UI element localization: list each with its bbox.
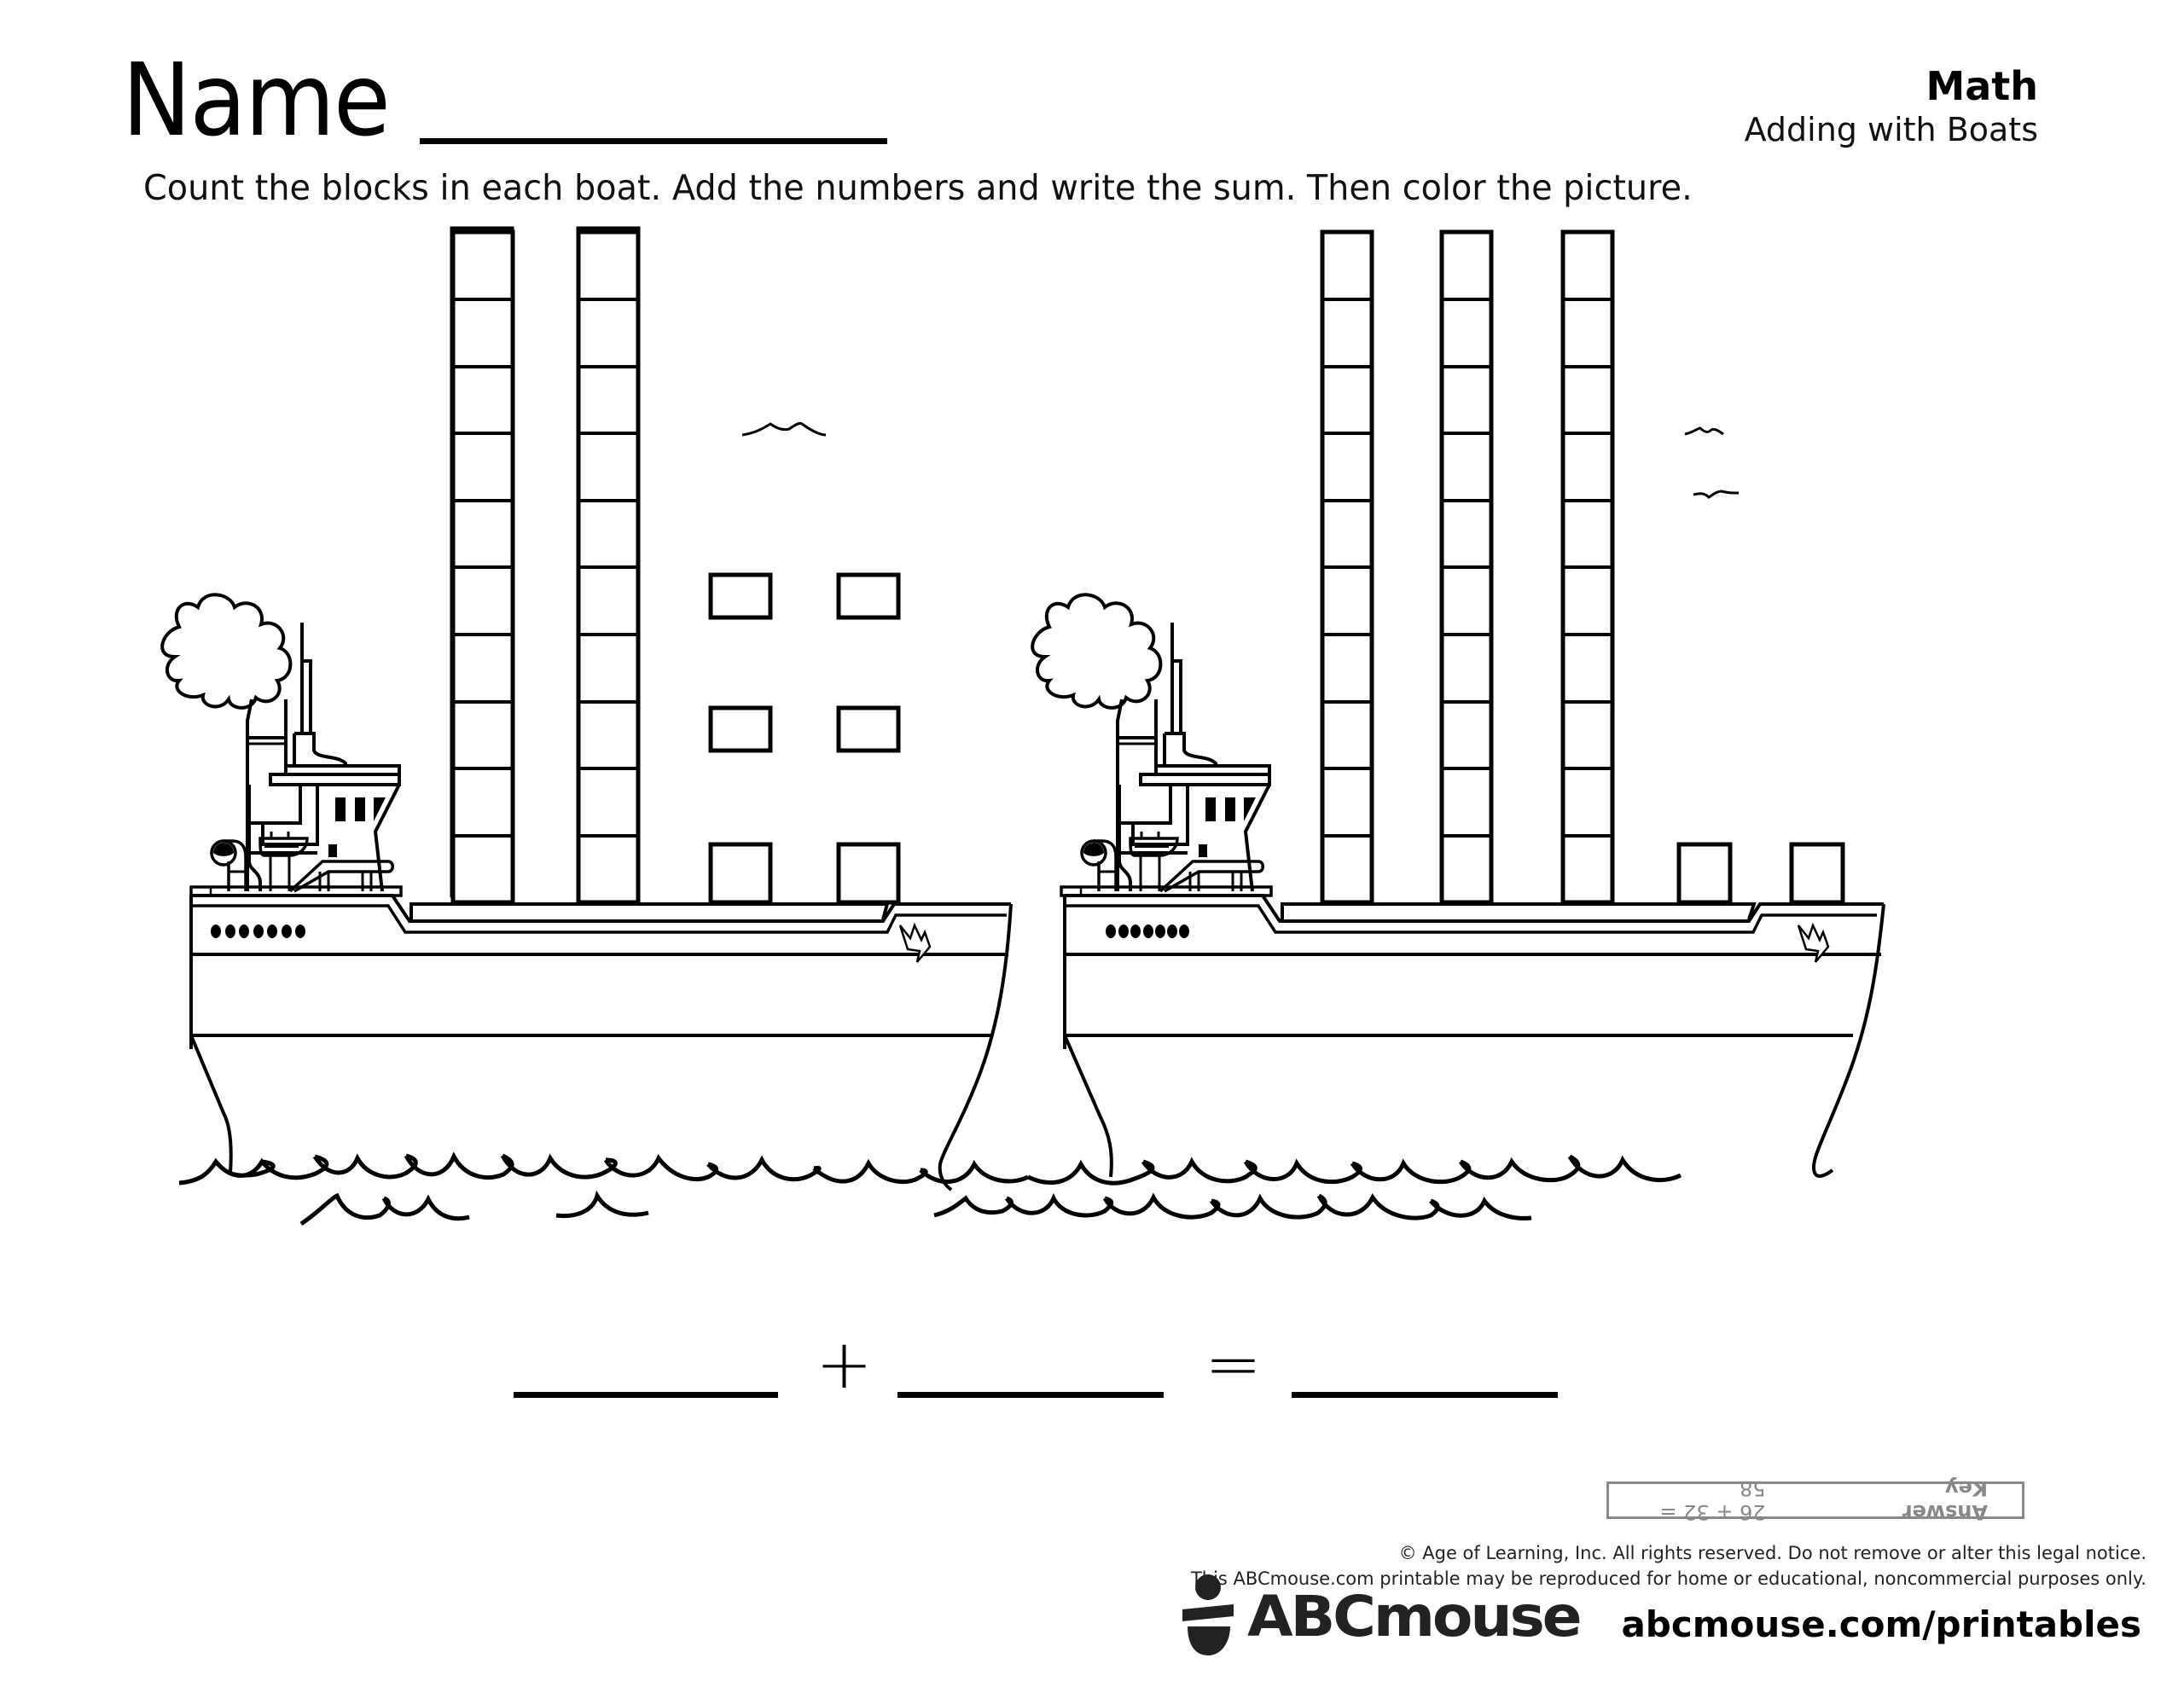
answer-key-box: Answer Key 26 + 32 = 58: [1606, 1476, 2024, 1524]
right-boat: [1031, 593, 1885, 1178]
water-waves: [178, 1151, 1682, 1226]
answer-key-value: 26 + 32 = 58: [1659, 1476, 1766, 1524]
abcmouse-logo: ABCmouse: [1181, 1569, 1583, 1663]
topic-label: Adding with Boats: [1744, 111, 2038, 148]
name-write-line[interactable]: [420, 138, 887, 144]
site-link[interactable]: abcmouse.com/printables: [1621, 1603, 2141, 1645]
subject-label: Math: [1926, 63, 2038, 109]
instructions-text: Count the blocks in each boat. Add the n…: [143, 167, 1693, 208]
left-boat-ten-columns: [450, 229, 901, 905]
plus-sign: +: [816, 1325, 874, 1404]
legal-line-2: This ABCmouse.com printable may be repro…: [1190, 1568, 2146, 1589]
bird-icons: [741, 421, 1740, 499]
legal-notice: © Age of Learning, Inc. All rights reser…: [1191, 1540, 2146, 1591]
first-addend-blank[interactable]: [514, 1392, 778, 1398]
abcmouse-logo-text: ABCmouse: [1247, 1583, 1583, 1649]
name-label: Name: [122, 41, 391, 159]
abcmouse-mascot-icon: [1182, 1574, 1234, 1655]
sum-blank[interactable]: [1292, 1392, 1558, 1398]
equals-sign: =: [1205, 1325, 1263, 1404]
right-boat-ten-columns: [1320, 229, 1845, 905]
second-addend-blank[interactable]: [897, 1392, 1164, 1398]
legal-line-1: © Age of Learning, Inc. All rights reser…: [1398, 1543, 2146, 1563]
answer-key-label: Answer Key: [1902, 1476, 1988, 1524]
